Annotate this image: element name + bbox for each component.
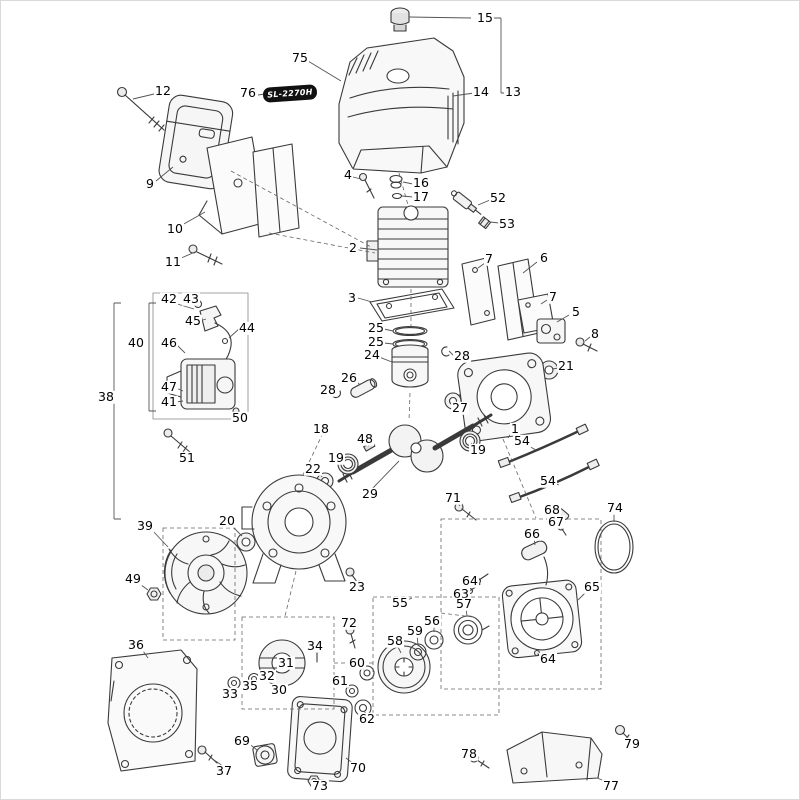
grommet-16 bbox=[389, 174, 403, 189]
crankshaft bbox=[337, 413, 493, 483]
washer-17 bbox=[391, 192, 403, 200]
fan-cover bbox=[107, 649, 198, 772]
bolt-8 bbox=[575, 337, 598, 352]
circlip-28a bbox=[441, 346, 450, 357]
spark-plug bbox=[450, 190, 482, 215]
ignition-group bbox=[152, 292, 249, 420]
guard-77 bbox=[506, 731, 603, 784]
bearing-27 bbox=[444, 392, 462, 410]
bolt-23 bbox=[345, 567, 364, 591]
heat-shield bbox=[198, 136, 300, 238]
crankcase-right bbox=[451, 352, 552, 442]
flywheel-nut-49 bbox=[146, 587, 162, 601]
screw-71 bbox=[454, 502, 477, 521]
pawl-parts-67-68 bbox=[556, 508, 570, 536]
cylinder-gasket bbox=[369, 288, 455, 322]
insulator-5 bbox=[536, 318, 566, 344]
bolt-12 bbox=[116, 86, 165, 132]
fuel-cap-knob bbox=[390, 7, 410, 32]
flywheel bbox=[163, 531, 248, 615]
wire-54b bbox=[508, 458, 600, 504]
bottom-cover-70 bbox=[287, 696, 353, 783]
plate-7a bbox=[461, 257, 496, 326]
bolt-11 bbox=[188, 244, 223, 266]
engine-cover bbox=[338, 37, 465, 174]
wrist-pin bbox=[350, 378, 378, 398]
bearing-19b bbox=[459, 430, 481, 452]
oil-seal-20 bbox=[236, 532, 256, 552]
bolt-79 bbox=[614, 724, 635, 745]
screw-72 bbox=[345, 625, 356, 649]
rope-handle-66 bbox=[521, 540, 549, 586]
cylinder bbox=[366, 205, 449, 288]
assembly-dashed-lines bbox=[162, 170, 602, 716]
starter-spring-57 bbox=[453, 615, 490, 645]
recoil-starter bbox=[501, 579, 583, 659]
piston bbox=[391, 344, 429, 388]
mount-69 bbox=[252, 743, 278, 767]
nut-73 bbox=[307, 775, 321, 787]
woodruff-key bbox=[363, 441, 376, 452]
clutch-drum-group bbox=[377, 630, 444, 694]
bolt-51 bbox=[163, 428, 192, 454]
bearing-19a bbox=[337, 453, 359, 475]
circlip-28b bbox=[330, 388, 342, 399]
plug-nut-53 bbox=[478, 216, 492, 230]
wire-54a bbox=[497, 423, 589, 469]
bolt-78 bbox=[469, 753, 490, 769]
crankcase-left bbox=[241, 474, 347, 584]
bolt-4 bbox=[358, 172, 375, 199]
